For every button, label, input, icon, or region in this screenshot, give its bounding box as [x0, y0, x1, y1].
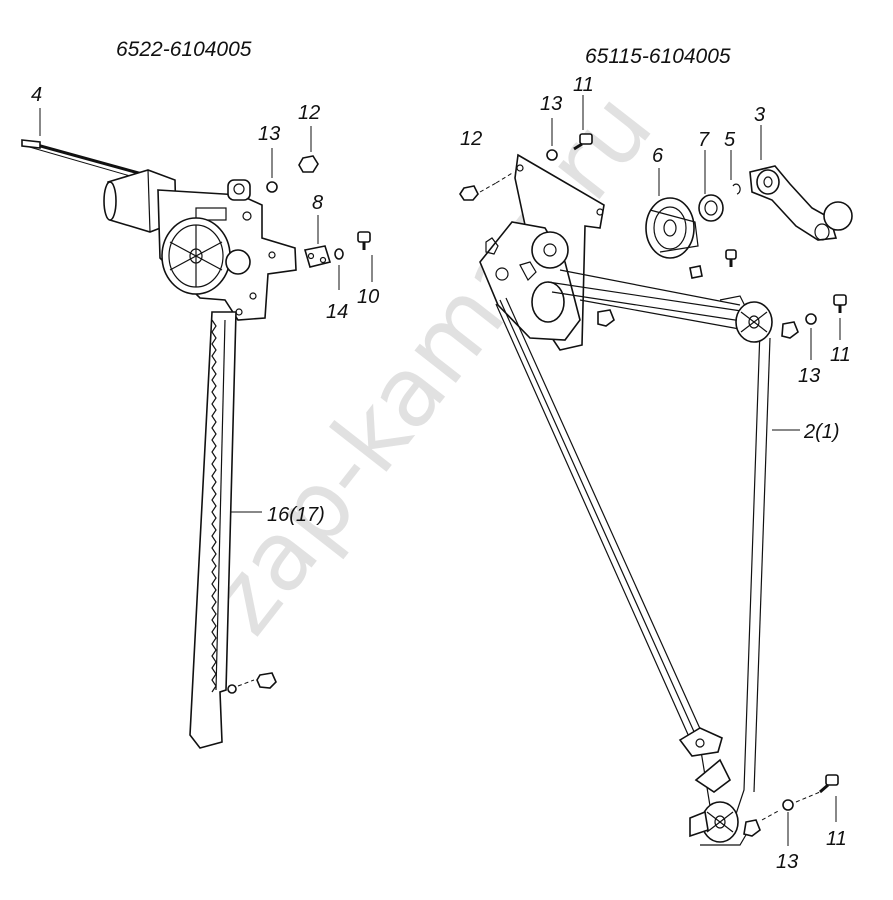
nut-bottom-left — [256, 672, 277, 689]
label-11-bottom: 11 — [826, 828, 847, 850]
label-16-17: 16(17) — [267, 504, 325, 526]
nut-pulley-bottom — [743, 819, 761, 837]
toothed-rack-part — [189, 311, 237, 749]
clip-part — [689, 810, 709, 838]
bolt-10 — [357, 231, 371, 250]
slider-carriage-part — [678, 727, 732, 793]
label-13-top: 13 — [540, 93, 562, 115]
label-14: 14 — [326, 301, 348, 323]
nut-pulley-top — [781, 321, 799, 339]
title-left: 6522-6104005 — [116, 38, 252, 61]
handle-3-part — [749, 165, 853, 241]
label-6: 6 — [652, 145, 664, 167]
washer-14 — [334, 248, 344, 260]
washer-13-left — [266, 181, 278, 193]
flange-6-part — [645, 197, 699, 259]
guide-rail-frame-part — [495, 269, 771, 831]
label-8: 8 — [312, 192, 323, 214]
upper-pulley-part — [735, 301, 773, 343]
washer-7-part — [698, 194, 724, 222]
label-12-left: 12 — [298, 102, 320, 124]
label-13-bottom: 13 — [776, 851, 798, 873]
bolt-11-bottom — [819, 774, 839, 794]
gear-wheel-part — [161, 217, 251, 295]
label-12-right: 12 — [460, 128, 482, 150]
watermark: zap-kamaz.ru — [185, 72, 674, 654]
label-13-left: 13 — [258, 123, 280, 145]
right-assembly — [459, 95, 853, 846]
label-5: 5 — [724, 129, 736, 151]
nut-12-left — [298, 155, 319, 173]
label-2-1: 2(1) — [803, 421, 840, 443]
title-right: 65115-6104005 — [585, 45, 731, 68]
circlip-5-part — [732, 183, 741, 195]
washer-13-bottom — [782, 799, 794, 811]
nut-mid — [597, 309, 615, 327]
nut-12-right — [459, 185, 479, 201]
label-3: 3 — [754, 104, 765, 126]
label-13-mid: 13 — [798, 365, 820, 387]
washer-center — [689, 265, 703, 279]
bolt-11-top — [573, 133, 593, 151]
bolt-11-mid — [833, 294, 847, 313]
label-11-top: 11 — [573, 74, 594, 96]
washer-13-top — [546, 149, 558, 161]
label-11-mid: 11 — [830, 344, 851, 366]
left-assembly — [21, 108, 373, 749]
bolt-center — [725, 249, 737, 267]
label-7: 7 — [698, 129, 710, 151]
washer-13-mid — [805, 313, 817, 325]
plate-8 — [303, 245, 332, 268]
label-10: 10 — [357, 286, 379, 308]
label-4: 4 — [31, 84, 42, 106]
